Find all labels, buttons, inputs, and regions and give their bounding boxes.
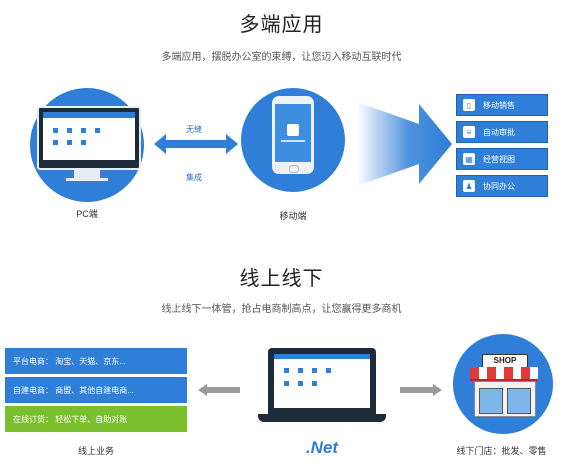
phone-icon: ▯ xyxy=(463,99,475,111)
pc-monitor-base xyxy=(66,178,108,181)
bar-text: 在线订货： 轻松下单、自助对账 xyxy=(13,414,128,424)
online-bar-self-built[interactable]: 自建电商： 商盟、其他自建电商... xyxy=(5,377,187,403)
arrow-bottom-label: 集成 xyxy=(186,173,202,182)
section1-subtitle: 多端应用，摆脱办公室的束缚，让您迈入移动互联时代 xyxy=(161,52,402,63)
right-arrow-icon xyxy=(400,384,442,396)
bar-text: 平台电商： 淘宝、天猫、京东... xyxy=(13,356,126,366)
bar-text: 自建电商： 商盟、其他自建电商... xyxy=(13,385,134,395)
laptop-base xyxy=(258,414,386,422)
feature-label: 协同办公 xyxy=(483,181,515,191)
section2-subtitle: 线上线下一体管，抢占电商制高点，让您赢得更多商机 xyxy=(161,304,402,315)
feature-label: 自动审批 xyxy=(483,127,515,137)
feature-item-auto-approval[interactable]: ≡ 自动审批 xyxy=(456,121,548,143)
feature-item-business-view[interactable]: ▦ 经营视图 xyxy=(456,148,548,170)
offline-label: 线下门店：批发、零售 xyxy=(456,446,547,456)
cone-arrow-icon xyxy=(357,102,452,186)
laptop-screen xyxy=(268,348,376,414)
mobile-phone xyxy=(272,96,314,174)
section2-title: 线上线下 xyxy=(239,268,324,290)
feature-item-mobile-sales[interactable]: ▯ 移动销售 xyxy=(456,94,548,116)
feature-label: 移动销售 xyxy=(483,100,515,110)
pc-monitor xyxy=(37,106,141,170)
left-arrow-icon xyxy=(198,384,240,396)
document-icon: ≡ xyxy=(463,126,475,138)
people-icon: ♟ xyxy=(463,180,475,192)
chart-icon: ▦ xyxy=(463,153,475,165)
pc-label: PC端 xyxy=(76,209,98,219)
mobile-label: 移动端 xyxy=(279,211,307,221)
online-bar-platform[interactable]: 平台电商： 淘宝、天猫、京东... xyxy=(5,348,187,374)
online-label: 线上业务 xyxy=(77,446,114,456)
online-bar-ordering[interactable]: 在线订货： 轻松下单、自助对账 xyxy=(5,406,187,432)
double-arrow-icon xyxy=(154,134,238,154)
net-label: .Net xyxy=(305,438,339,457)
arrow-top-label: 无缝 xyxy=(186,125,202,134)
shop-building xyxy=(474,381,536,417)
feature-item-collaboration[interactable]: ♟ 协同办公 xyxy=(456,175,548,197)
feature-label: 经营视图 xyxy=(483,154,515,164)
pc-monitor-stand xyxy=(74,170,100,178)
section1-title: 多端应用 xyxy=(239,14,324,36)
shop-awning xyxy=(470,367,538,381)
shop-sign: SHOP xyxy=(482,354,528,368)
